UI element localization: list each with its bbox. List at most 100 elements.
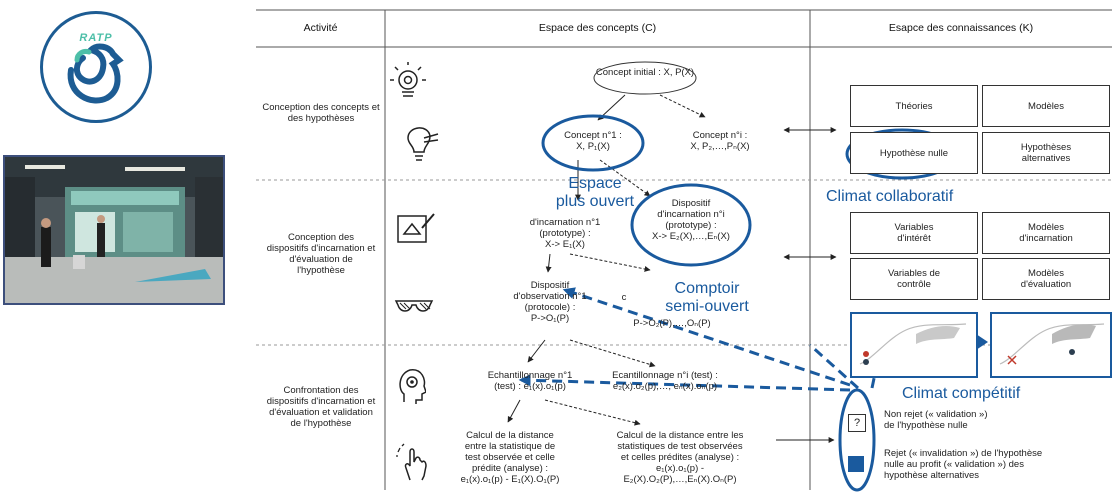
concept-i: Concept n°i : X, P₂,…,Pₙ(X) <box>675 130 765 152</box>
calcul-1-line4: prédite (analyse) : <box>471 463 549 474</box>
knowledge-hypothese-nulle: Hypothèse nulle <box>850 132 978 174</box>
header-knowledge: Esapce des connaissances (K) <box>888 22 1034 34</box>
calcul-i-line1: Calcul de la distance entre les <box>616 430 744 441</box>
observation-i-line: P->O₂(P),…,Oₙ(P) <box>633 318 711 329</box>
kiosk-scene-image <box>5 157 223 303</box>
concept-1-line1: Concept n°1 : <box>564 130 622 141</box>
knowledge-hypotheses-alternatives: Hypothèses alternatives <box>982 132 1110 174</box>
var-interet-line1: Variables <box>894 222 934 233</box>
activity-dispositifs: Conception des dispositifs d'incarnation… <box>266 232 376 276</box>
distribution-curve-2-icon <box>999 323 1105 365</box>
dispositif-1-line3: X-> E₁(X) <box>545 239 585 250</box>
calcul-distance-1: Calcul de la distance entre la statistiq… <box>440 430 580 485</box>
rejet-line1: Rejet (« invalidation ») de l'hypothèse <box>884 448 1043 459</box>
non-rejet-line1: Non rejet (« validation ») <box>884 409 988 420</box>
var-interet-line2: d'intérêt <box>897 233 931 244</box>
calcul-distance-i: Calcul de la distance entre les statisti… <box>590 430 770 485</box>
question-box: ? <box>848 414 866 432</box>
calcul-1-line5: e₁(x).o₁(p) - E₁(X).O₁(P) <box>460 474 560 485</box>
calcul-1-line3: test observée et celle <box>465 452 555 463</box>
sunglasses-icon <box>394 300 434 312</box>
dispositif-i-line4: X-> E₂(X),…,Eₙ(X) <box>652 231 730 242</box>
observation-1-line2: d'observation n°1 <box>513 291 587 302</box>
knowledge-modeles: Modèles <box>982 85 1110 127</box>
dispositif-incarnation-1: d'incarnation n°1 (prototype) : X-> E₁(X… <box>510 217 620 250</box>
dispositif-i-line1: Dispositif <box>671 198 711 209</box>
calcul-i-line4: e₁(x).o₁(p) - <box>655 463 705 474</box>
annotation-climat-collaboratif: Climat collaboratif <box>826 188 954 205</box>
knowledge-variables-controle: Variables de contrôle <box>850 258 978 300</box>
observation-1-line1: Dispositif <box>530 280 570 291</box>
annotation-espace-line2: plus ouvert <box>555 193 635 210</box>
filled-blue-box <box>848 456 864 472</box>
observation-i-fragment: c <box>621 292 627 303</box>
calcul-i-line3: et celles prédites (analyse) : <box>620 452 740 463</box>
result-non-rejet: Non rejet (« validation ») de l'hypothès… <box>884 409 1084 431</box>
ratp-logo-face-icon <box>67 43 124 104</box>
concept-initial: Concept initial : X, P(X) <box>595 67 695 78</box>
annotation-climat-competitif: Climat compétitif <box>902 385 1021 402</box>
hypothese-nulle-label: Hypothèse nulle <box>879 147 949 159</box>
dispositif-1-line1: d'incarnation n°1 <box>529 217 601 228</box>
dispositif-i-line2: d'incarnation n°i <box>657 209 725 220</box>
echantillonnage-i-line1: Ecantillonnage n°i (test) : <box>612 370 718 381</box>
hyp-alt-line2: alternatives <box>1021 153 1071 164</box>
theories-label: Théories <box>895 100 933 112</box>
mod-incarnation-line2: d'incarnation <box>1019 233 1073 244</box>
var-controle-line1: Variables de <box>887 268 941 279</box>
settings-lightbulb-icon <box>390 62 426 97</box>
activity-confrontation: Confrontation des dispositifs d'incarnat… <box>266 385 376 429</box>
dispositif-observation-1: Dispositif d'observation n°1 (protocole)… <box>495 280 605 324</box>
dispositif-i-line3: (prototype) : <box>665 220 717 231</box>
knowledge-variables-interet: Variables d'intérêt <box>850 212 978 254</box>
observation-1-line3: (protocole) : <box>524 302 576 313</box>
calcul-1-line2: entre la statistique de <box>464 441 556 452</box>
ratp-logo: RATP <box>40 11 152 123</box>
non-rejet-line2: de l'hypothèse nulle <box>884 420 968 431</box>
echantillonnage-1-line1: Echantillonnage n°1 <box>487 370 573 381</box>
arrow-right-icon <box>976 334 988 350</box>
distribution-chart-2 <box>990 312 1112 378</box>
knowledge-modeles-incarnation: Modèles d'incarnation <box>982 212 1110 254</box>
echantillonnage-1: Echantillonnage n°1 (test) : e₁(x).o₁(p) <box>470 370 590 392</box>
knowledge-modeles-evaluation: Modèles d'évaluation <box>982 258 1110 300</box>
calcul-i-line2: statistiques de test observées <box>617 441 743 452</box>
concept-1: Concept n°1 : X, P₁(X) <box>553 130 633 152</box>
annotation-espace: Espace plus ouvert <box>550 175 640 211</box>
annotation-espace-line1: Espace <box>568 175 622 192</box>
var-controle-line2: contrôle <box>897 279 931 290</box>
echantillonnage-i: Ecantillonnage n°i (test) : e₂(x).o₂(p),… <box>590 370 740 392</box>
annotation-comptoir-line2: semi-ouvert <box>665 298 749 315</box>
annotation-comptoir-line1: Comptoir <box>674 280 740 297</box>
distribution-chart-1 <box>850 312 978 378</box>
echantillonnage-1-line2: (test) : e₁(x).o₁(p) <box>494 381 566 392</box>
annotation-comptoir: Comptoir semi-ouvert <box>652 280 762 316</box>
mod-incarnation-line1: Modèles <box>1028 222 1064 233</box>
hand-lightbulb-icon <box>407 127 439 161</box>
hyp-alt-line1: Hypothèses <box>1020 142 1072 153</box>
distribution-curve-1-icon <box>859 323 967 365</box>
concept-i-line2: X, P₂,…,Pₙ(X) <box>690 141 750 152</box>
rejet-line2: nulle au profit (« validation ») des <box>884 459 1024 470</box>
concept-i-line1: Concept n°i : <box>692 130 748 141</box>
mod-evaluation-line1: Modèles <box>1028 268 1064 279</box>
concept-initial-ellipse <box>593 61 697 95</box>
design-drawing-icon <box>397 213 435 243</box>
modeles-label: Modèles <box>1028 100 1064 112</box>
echantillonnage-i-line2: e₂(x).o₂(p),…, eₙ(x).oₙ(p) <box>612 381 718 392</box>
dispositif-incarnation-i: Dispositif d'incarnation n°i (prototype)… <box>636 198 746 242</box>
head-thinking-icon <box>399 369 426 404</box>
header-concepts: Espace des concepts (C) <box>538 22 657 34</box>
calcul-1-line1: Calcul de la distance <box>466 430 554 441</box>
ratp-logo-text: RATP <box>79 32 113 44</box>
rejet-line3: hypothèse alternatives <box>884 470 980 481</box>
knowledge-theories: Théories <box>850 85 978 127</box>
activity-concepts: Conception des concepts et des hypothèse… <box>262 102 380 124</box>
result-rejet: Rejet (« invalidation ») de l'hypothèse … <box>884 448 1110 481</box>
gesture-hand-icon <box>396 443 427 481</box>
dispositif-1-line2: (prototype) : <box>539 228 591 239</box>
mod-evaluation-line2: d'évaluation <box>1020 279 1072 290</box>
header-activity: Activité <box>303 22 338 34</box>
